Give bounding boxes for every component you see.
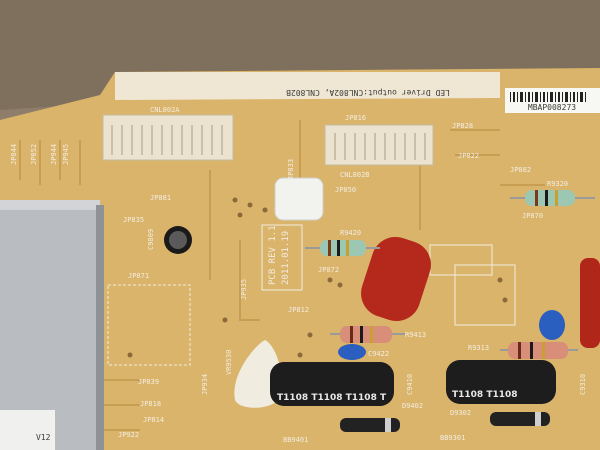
label-c9809: C9809: [147, 229, 155, 250]
label-jp816: JP816: [345, 114, 366, 122]
label-bb9301: BB9301: [440, 434, 465, 442]
connector-cnl802a: [102, 114, 234, 161]
resistor-r9420: [305, 240, 380, 256]
label-jp839: JP839: [138, 378, 159, 386]
connector-b-label: CNL802B: [340, 171, 370, 179]
label-jp881: JP881: [150, 194, 171, 202]
rev-label: PCB REV 1.1: [268, 225, 278, 285]
connector-a-label: CNL802A: [150, 106, 180, 114]
capacitor2-marking: T1108 T1108: [452, 390, 518, 400]
label-jp835: JP835: [123, 216, 144, 224]
capacitor-marking: T1108 T1108 T1108 T: [277, 393, 387, 403]
label-jp935: JP935: [240, 279, 248, 300]
label-jp814: JP814: [143, 416, 164, 424]
label-c9410: C9410: [406, 374, 414, 395]
label-jp870: JP870: [522, 212, 543, 220]
label-jp850: JP850: [335, 186, 356, 194]
label-jp871: JP871: [128, 272, 149, 280]
label-jp822: JP822: [458, 152, 479, 160]
resistor-r9413: [330, 326, 405, 343]
label-jp922: JP922: [118, 431, 139, 439]
label-bb9401: BB9401: [283, 436, 308, 444]
label-jp882: JP882: [510, 166, 531, 174]
label-jp944: JP944: [50, 144, 58, 165]
label-jp844: JP844: [10, 144, 18, 165]
label-jp872: JP872: [318, 266, 339, 274]
rev-box: [261, 224, 303, 291]
label-c9310: C9310: [579, 374, 587, 395]
glue-blob: [234, 340, 282, 408]
label-d9402: D9402: [402, 402, 423, 410]
label-jp852: JP852: [30, 144, 38, 165]
label-c9422: C9422: [368, 350, 389, 358]
vias: [127, 197, 508, 358]
barcode-bars: [510, 92, 586, 102]
barcode-text: MBAP008273: [528, 103, 576, 112]
heatsink-label: [0, 410, 55, 450]
label-jp934: JP934: [201, 374, 209, 395]
film-capacitor: [361, 236, 431, 322]
header-strip: [115, 72, 500, 100]
label-jp833: JP833: [287, 159, 295, 180]
blue-cap-c9422: [338, 344, 366, 360]
connector-cnl802b: [324, 124, 434, 166]
corner-label: V12: [36, 433, 51, 442]
copper-traces: [19, 120, 545, 431]
label-r9313: R9313: [468, 344, 489, 352]
resistor-r9320: [510, 190, 595, 206]
electrolytic-cap-2: [446, 360, 556, 404]
header-label: LED Driver output:CNL802A, CNL802B: [286, 88, 450, 97]
heatsink: [0, 200, 100, 450]
label-r9413: R9413: [405, 331, 426, 339]
label-r9320: R9320: [547, 180, 568, 188]
blue-cap-c9310: [539, 310, 565, 340]
label-jp812: JP812: [288, 306, 309, 314]
label-jp828: JP828: [452, 122, 473, 130]
pcb-board: [0, 68, 600, 450]
electrolytic-cap-1: [270, 362, 394, 406]
label-vr9530: VR9530: [225, 350, 233, 375]
film-capacitor-edge: [580, 258, 600, 348]
label-jp945: JP945: [62, 144, 70, 165]
label-d9302: D9302: [450, 409, 471, 417]
label-jp818: JP818: [140, 400, 161, 408]
date-label: 2011.01.19: [281, 231, 291, 285]
white-button-cap: [274, 177, 324, 221]
resistor-r9313: [500, 342, 578, 359]
label-r9420: R9420: [340, 229, 361, 237]
